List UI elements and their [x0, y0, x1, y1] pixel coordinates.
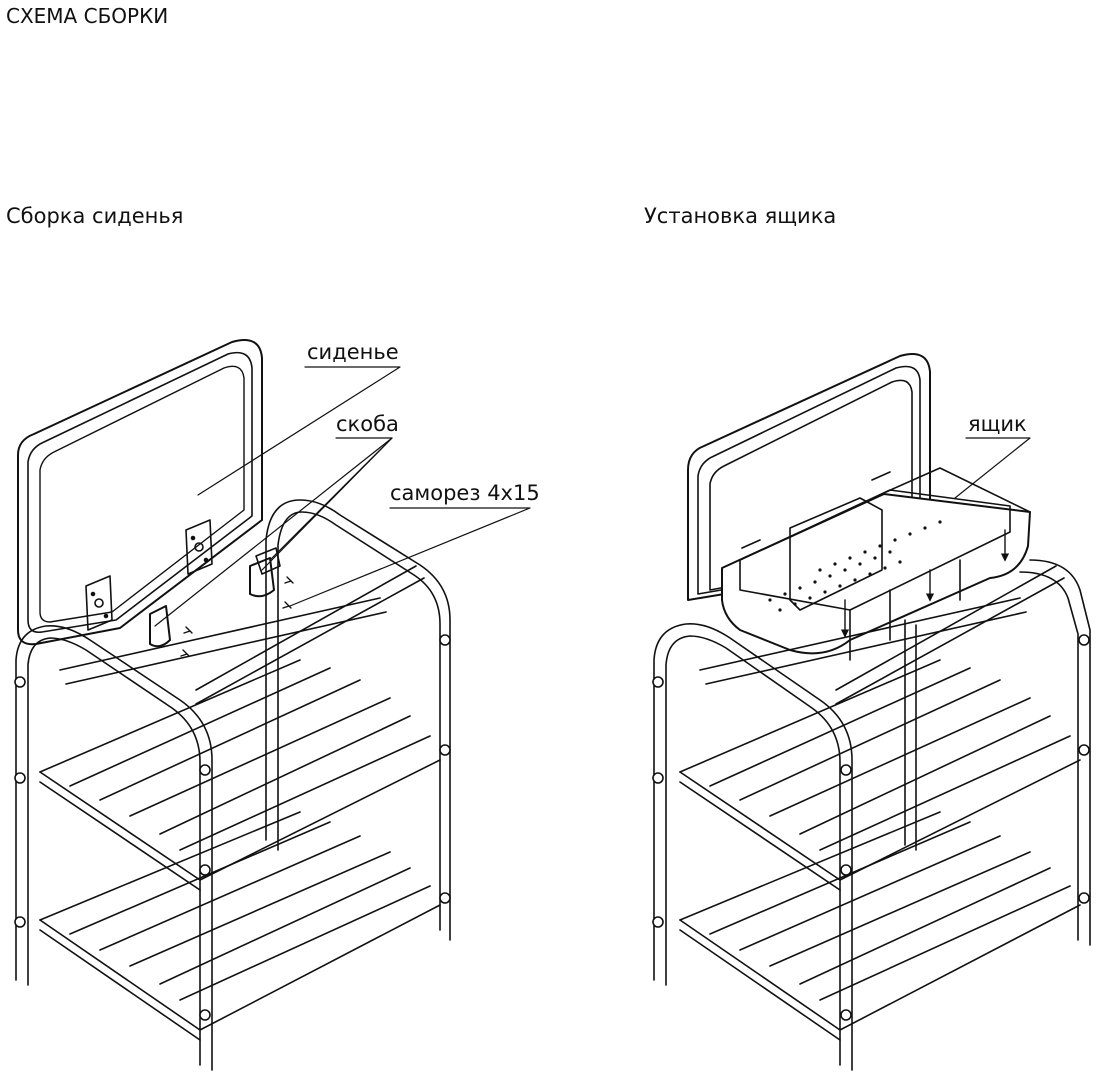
screws	[180, 576, 294, 657]
lower-shelf	[39, 811, 441, 1041]
callout-bracket-label: скоба	[336, 412, 399, 436]
callout-box-label: ящик	[968, 412, 1027, 436]
brackets	[149, 547, 281, 648]
frame-top-rails-right	[699, 565, 1065, 705]
frame-front-arch-right	[653, 622, 853, 1071]
upper-shelf-right	[679, 659, 1081, 891]
callout-leaders-left	[154, 366, 531, 627]
frame-joints	[14, 634, 451, 1021]
callout-seat-label: сиденье	[307, 340, 399, 364]
seat-assembly-drawing	[14, 339, 531, 1071]
frame-back-arch	[265, 499, 451, 941]
frame-front-arch	[15, 624, 213, 1071]
callout-leader-right	[954, 437, 1031, 499]
seat-panel-right	[687, 353, 931, 601]
section-title-seat-assembly: Сборка сиденья	[6, 204, 184, 228]
frame-joints-right	[652, 634, 1090, 1021]
section-title-box-installation: Установка ящика	[644, 204, 837, 228]
insertion-arrows	[840, 529, 1010, 638]
callout-screw-label: саморез 4х15	[390, 481, 540, 505]
upper-shelf	[39, 659, 441, 891]
seat-mounting-plates	[85, 519, 213, 631]
box-installation-drawing	[652, 353, 1091, 1071]
frame-top-rails	[59, 565, 425, 705]
page-title: СХЕМА СБОРКИ	[6, 4, 169, 28]
box-perforations	[768, 520, 942, 612]
seat-panel	[17, 339, 263, 646]
storage-box	[721, 467, 1031, 661]
lower-shelf-right	[679, 811, 1081, 1041]
